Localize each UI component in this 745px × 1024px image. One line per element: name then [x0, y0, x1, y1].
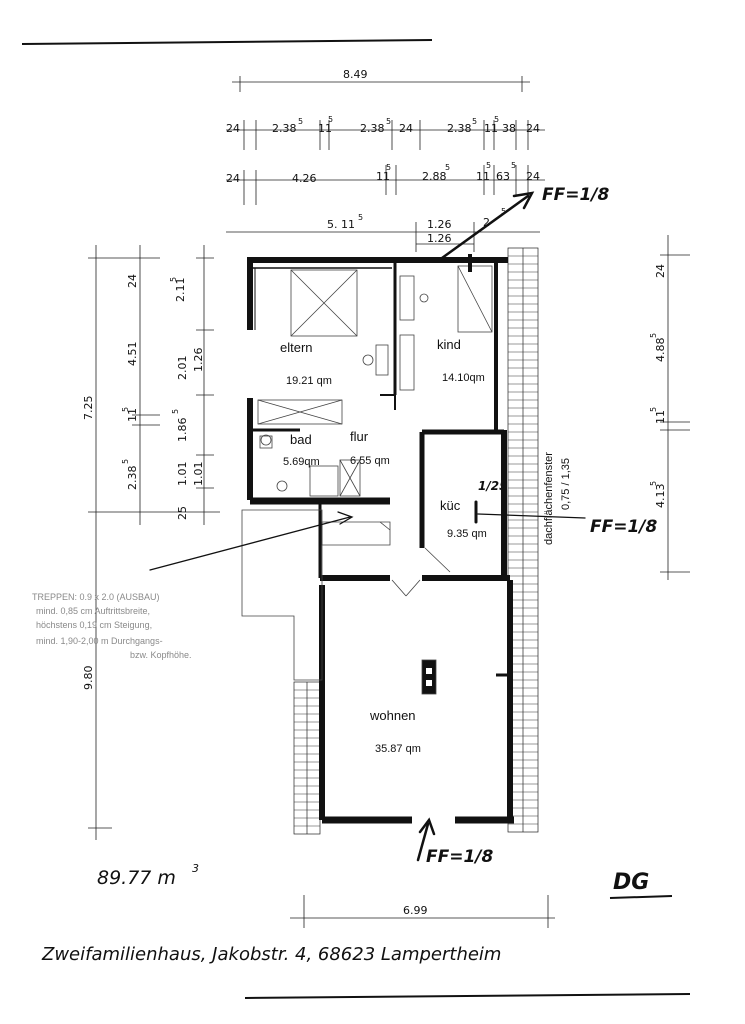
dim-r3-c-sup: 5 [501, 207, 506, 216]
dimension-lines-right [660, 235, 690, 580]
dim-right-3-sup: 5 [649, 481, 658, 486]
dim-left-col-1: 4.51 [126, 342, 139, 367]
room-label-wohnen: wohnen [369, 708, 416, 723]
dim-r4-b: 1.26 [427, 232, 452, 245]
dim-right-3: 4.13 [654, 484, 667, 509]
interior-walls [250, 260, 510, 581]
dim-left-col-3: 2.38 [126, 466, 139, 491]
dim-r3-c: 2 [483, 216, 490, 229]
dim-r1-7: 38 [502, 122, 516, 135]
dim-left-col-2: 11 [126, 408, 139, 422]
stair-note-line-4: mind. 1,90-2,00 m Durchgangs- [36, 636, 163, 646]
dim-overall-top: 8.49 [343, 68, 368, 81]
dim-right-0: 24 [654, 264, 667, 278]
stair-note-line-5: bzw. Kopfhöhe. [130, 650, 192, 660]
dim-left-col2-4: 25 [176, 506, 189, 520]
dim-r1-2: 11 [318, 122, 332, 135]
dim-left-lower: 9.80 [82, 666, 95, 691]
room-area-wohnen: 35.87 qm [375, 743, 421, 755]
bottom-rule [244, 993, 691, 999]
dim-r2-5-sup: 5 [511, 161, 516, 170]
dim-r1-3: 2.38 [360, 122, 385, 135]
ff-annotation-top: FF=1/8 [542, 185, 610, 205]
dim-r1-6-sup: 5 [494, 115, 499, 124]
ff-annotation-right: FF=1/8 [590, 517, 658, 537]
dim-left-col3-0: 1.26 [192, 348, 205, 373]
top-rule [21, 39, 433, 45]
arrows [149, 191, 586, 862]
brick-courses-left [294, 689, 320, 827]
brick-wall-left [293, 681, 321, 835]
dim-r1-5: 2.38 [447, 122, 472, 135]
dim-r1-3-sup: 5 [386, 117, 391, 126]
volume-annotation-sup: 3 [192, 862, 199, 875]
dim-r3-a: 5. 11 [327, 218, 355, 231]
dim-r1-1: 2.38 [272, 122, 297, 135]
dim-right-1-sup: 5 [649, 333, 658, 338]
room-area-eltern: 19.21 qm [286, 375, 332, 387]
dim-r2-1: 4.26 [292, 172, 317, 185]
dim-r2-2: 11 [376, 170, 390, 183]
dim-r1-5-sup: 5 [472, 117, 477, 126]
roof-window-label: dachflächenfenster [543, 452, 555, 545]
dim-r2-4: 11 [476, 170, 490, 183]
dim-left-col3-1: 1.01 [192, 462, 205, 487]
dim-r3-a-sup: 5 [358, 213, 363, 222]
dim-r2-3: 2.88 [422, 170, 447, 183]
dim-r2-0: 24 [226, 172, 240, 185]
dim-r2-6: 24 [526, 170, 540, 183]
room-label-bad: bad [290, 432, 312, 447]
dim-right-2: 11 [654, 410, 667, 424]
dimension-line-bottom [290, 895, 555, 928]
dim-left-outer: 7.25 [82, 396, 95, 421]
dim-left-col2-0-sup: 5 [169, 277, 178, 282]
dim-r1-0: 24 [226, 122, 240, 135]
dim-right-2-sup: 5 [649, 407, 658, 412]
room-label-eltern: eltern [280, 340, 313, 355]
level-underline [609, 895, 673, 899]
volume-annotation: 89.77 m [97, 867, 176, 889]
room-area-flur: 6.55 qm [350, 455, 390, 467]
dim-right-1: 4.88 [654, 338, 667, 363]
room-area-kueche: 9.35 qm [447, 528, 487, 540]
dim-left-col2-2: 1.86 [176, 418, 189, 443]
dim-r1-4: 24 [399, 122, 413, 135]
dim-r2-5: 63 [496, 170, 510, 183]
dimension-lines-left [88, 245, 220, 840]
dim-left-col-0: 24 [126, 274, 139, 288]
dim-r1-6: 11 [484, 122, 498, 135]
address-annotation: Zweifamilienhaus, Jakobstr. 4, 68623 Lam… [41, 944, 501, 965]
dim-left-col2-1: 2.01 [176, 356, 189, 381]
room-label-flur: flur [350, 429, 369, 444]
roof-window-size: 0,75 / 1,35 [560, 458, 572, 510]
room-area-bad: 5.69qm [283, 456, 320, 468]
ff-annotation-bottom: FF=1/8 [426, 847, 494, 867]
stair-note-line-3: höchstens 0,19 cm Steigung, [36, 620, 152, 630]
dim-r2-3-sup: 5 [445, 163, 450, 172]
dim-left-col2-3: 1.01 [176, 462, 189, 487]
room-label-kind: kind [437, 337, 461, 352]
dim-r2-2-sup: 5 [386, 163, 391, 172]
dim-left-col2-0: 2.11 [174, 278, 187, 303]
level-label: DG [613, 870, 649, 895]
dim-r1-1-sup: 5 [298, 117, 303, 126]
stair-note-line-2: mind. 0,85 cm Auftrittsbreite, [36, 606, 150, 616]
dimension-lines-top [226, 76, 545, 252]
room-area-kind: 14.10qm [442, 372, 485, 384]
dim-left-col-3-sup: 5 [121, 459, 130, 464]
stair-note-line-1: TREPPEN: 0.9 x 2.0 (AUSBAU) [32, 592, 160, 602]
dim-r3-b: 1.26 [427, 218, 452, 231]
dim-r1-2-sup: 5 [328, 115, 333, 124]
dim-r2-4-sup: 5 [486, 161, 491, 170]
fixtures [241, 254, 493, 695]
dim-bottom: 6.99 [403, 904, 428, 917]
dim-left-col-2-sup: 5 [121, 407, 130, 412]
dim-r1-8: 24 [526, 122, 540, 135]
dim-left-col2-2-sup: 5 [171, 409, 180, 414]
kueche-mark: 1/25 [478, 479, 507, 493]
room-label-kueche: küc [440, 498, 461, 513]
